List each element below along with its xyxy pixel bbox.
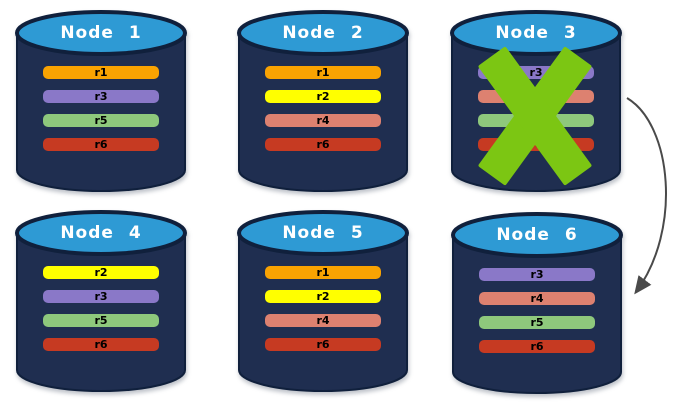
- replica-label: r5: [530, 316, 544, 329]
- replica-bar: r6: [43, 338, 159, 351]
- replica-bar: r5: [43, 314, 159, 327]
- replica-label: r3: [94, 290, 108, 303]
- replica-bar: r4: [479, 292, 595, 305]
- replica-bar: r6: [265, 138, 381, 151]
- replica-label: r5: [94, 114, 108, 127]
- replica-label: r4: [316, 114, 330, 127]
- replica-bar: r6: [479, 340, 595, 353]
- replica-bar: r1: [43, 66, 159, 79]
- node-5: Node 5 r1 r2 r4 r6: [235, 210, 411, 398]
- replica-label: r2: [316, 290, 330, 303]
- node-1: Node 1 r1 r3 r5 r6: [13, 10, 189, 198]
- replica-label: r6: [530, 340, 544, 353]
- replica-bar: r6: [43, 138, 159, 151]
- node-3: Node 3 r3 r4 r5 r6: [448, 10, 624, 198]
- replica-label: r6: [316, 138, 330, 151]
- node-2: Node 2 r1 r2 r4 r6: [235, 10, 411, 198]
- cylinder-top: [15, 210, 187, 256]
- node-title: Node 3: [495, 23, 577, 43]
- cylinder-top: [237, 10, 409, 56]
- cylinder-top: [451, 212, 623, 258]
- replica-bar: r4: [265, 114, 381, 127]
- replica-bar: r2: [265, 290, 381, 303]
- replica-label: r6: [94, 138, 108, 151]
- replica-bar: r1: [265, 266, 381, 279]
- replica-bar: r3: [479, 268, 595, 281]
- replica-bar: r2: [265, 90, 381, 103]
- replica-label: r3: [94, 90, 108, 103]
- replica-bar: r4: [265, 314, 381, 327]
- node-title: Node 1: [60, 23, 142, 43]
- replica-bar: r3: [43, 290, 159, 303]
- cylinder-body: [452, 234, 622, 394]
- replica-bar: r3: [43, 90, 159, 103]
- replica-label: r3: [530, 268, 544, 281]
- cylinder-body: [16, 232, 186, 392]
- replica-bar: r6: [265, 338, 381, 351]
- replica-label: r2: [94, 266, 108, 279]
- replica-label: r3: [529, 66, 543, 79]
- replica-label: r5: [94, 314, 108, 327]
- replica-label: r1: [94, 66, 108, 79]
- replica-label: r4: [530, 292, 544, 305]
- replica-label: r6: [94, 338, 108, 351]
- node-title: Node 4: [60, 223, 142, 243]
- node-title: Node 5: [282, 223, 364, 243]
- cylinder-top: [15, 10, 187, 56]
- cylinder-top: [237, 210, 409, 256]
- replica-label: r1: [316, 266, 330, 279]
- failure-x-icon: [448, 10, 624, 198]
- replica-label: r1: [316, 66, 330, 79]
- replica-label: r2: [316, 90, 330, 103]
- cylinder-body: [238, 232, 408, 392]
- replica-bar: r5: [479, 316, 595, 329]
- cylinder-body: [238, 32, 408, 192]
- replica-label: r4: [316, 314, 330, 327]
- replica-bar: r2: [43, 266, 159, 279]
- cylinder-top: [450, 10, 622, 56]
- replica-label: r6: [316, 338, 330, 351]
- replica-bar: r5: [43, 114, 159, 127]
- node-title: Node 6: [496, 225, 578, 245]
- node-title: Node 2: [282, 23, 364, 43]
- arrow-curve: [626, 97, 667, 295]
- node-4: Node 4 r2 r3 r5 r6: [13, 210, 189, 398]
- node-6: Node 6 r3 r4 r5 r6: [449, 212, 625, 400]
- replica-bar: r1: [265, 66, 381, 79]
- cylinder-body: [16, 32, 186, 192]
